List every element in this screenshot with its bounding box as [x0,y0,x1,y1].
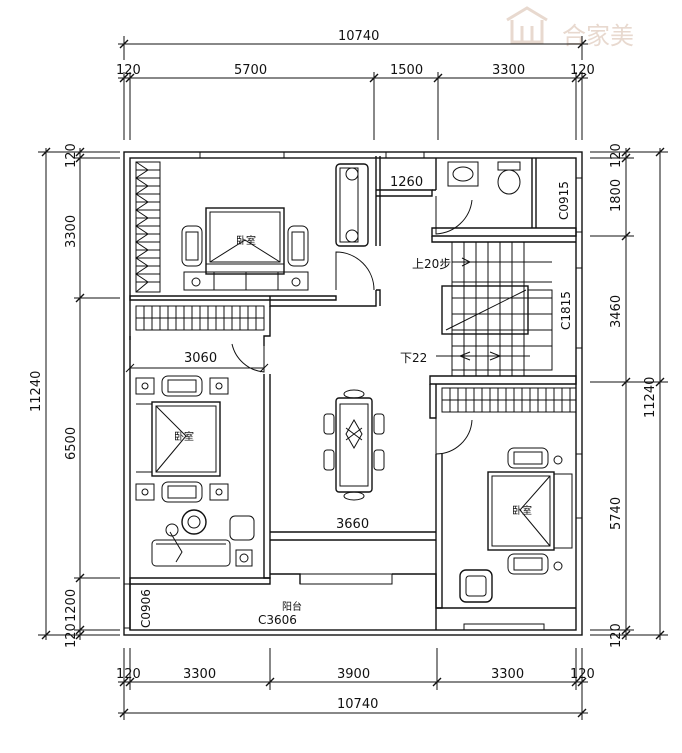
dim-right-seg-4: 5740 [609,497,624,530]
dining-table-set [323,389,385,501]
wardrobe-right [441,387,577,413]
top-dimension-lines [118,36,588,140]
room-label-bedroom-right: 卧室 [512,504,532,517]
dim-left-seg-2: 3300 [64,215,79,248]
dim-top-seg-3: 1500 [390,63,423,78]
dim-bottom-seg-5: 120 [570,667,595,682]
bottom-dimension-lines [118,648,588,720]
bed-mid-left [135,375,229,503]
bed-right [487,447,573,575]
dim-bottom-total: 10740 [337,697,378,712]
dim-top-seg-2: 5700 [234,63,267,78]
stairs-up-label: 上20步 [412,257,451,271]
wardrobe-top-left [135,161,161,293]
dim-top-total: 10740 [338,29,379,44]
bathroom-fixtures [447,161,521,195]
watermark-house-icon [506,6,548,44]
dim-bottom-seg-3: 3900 [337,667,370,682]
window-code-c0906: C0906 [139,589,153,628]
lounge-set-mid-left [151,509,255,567]
dim-left-seg-4: 1200 [64,589,79,622]
dim-bottom-seg-2: 3300 [183,667,216,682]
dim-left-seg-5: 120 [64,623,79,648]
dim-bottom-seg-4: 3300 [491,667,524,682]
dim-top-seg-1: 120 [116,63,141,78]
dim-left-total: 11240 [29,371,44,412]
dim-left-seg-1: 120 [64,143,79,168]
window-code-c1815: C1815 [559,291,573,330]
left-dimension-lines [38,147,120,640]
dim-bottom-seg-1: 120 [116,667,141,682]
wardrobe-mid-left [135,305,265,331]
room-label-bedroom-top-left: 卧室 [236,234,256,247]
room-label-balcony: 阳台 [282,600,302,613]
room-label-bedroom-mid-left: 卧室 [174,430,194,443]
watermark-logo: 合家美 [506,6,634,50]
bed-top-left [181,207,309,291]
stairs-down-label: 下22 [400,351,427,365]
dim-right-seg-2: 1800 [609,179,624,212]
dim-top-seg-5: 120 [570,63,595,78]
dim-line-3060 [125,363,269,373]
dim-right-total: 11240 [643,377,658,418]
interior-walls [129,156,577,630]
watermark-text: 合家美 [562,22,634,50]
dim-right-seg-1: 120 [609,143,624,168]
window-code-c3606: C3606 [258,613,297,627]
doors [231,196,473,455]
dim-inner-3060: 3060 [184,351,217,366]
dim-right-seg-5: 120 [609,623,624,648]
dim-inner-1260: 1260 [390,175,423,190]
dim-inner-3660: 3660 [336,517,369,532]
window-code-c0915: C0915 [557,181,571,220]
dim-right-seg-3: 3460 [609,295,624,328]
dim-left-seg-3: 6500 [64,427,79,460]
exterior-walls [123,151,583,636]
staircase [436,242,553,376]
sofa-top-left [335,163,369,247]
dim-top-seg-4: 3300 [492,63,525,78]
armchair-right [459,569,493,603]
right-dimension-lines [590,147,668,640]
